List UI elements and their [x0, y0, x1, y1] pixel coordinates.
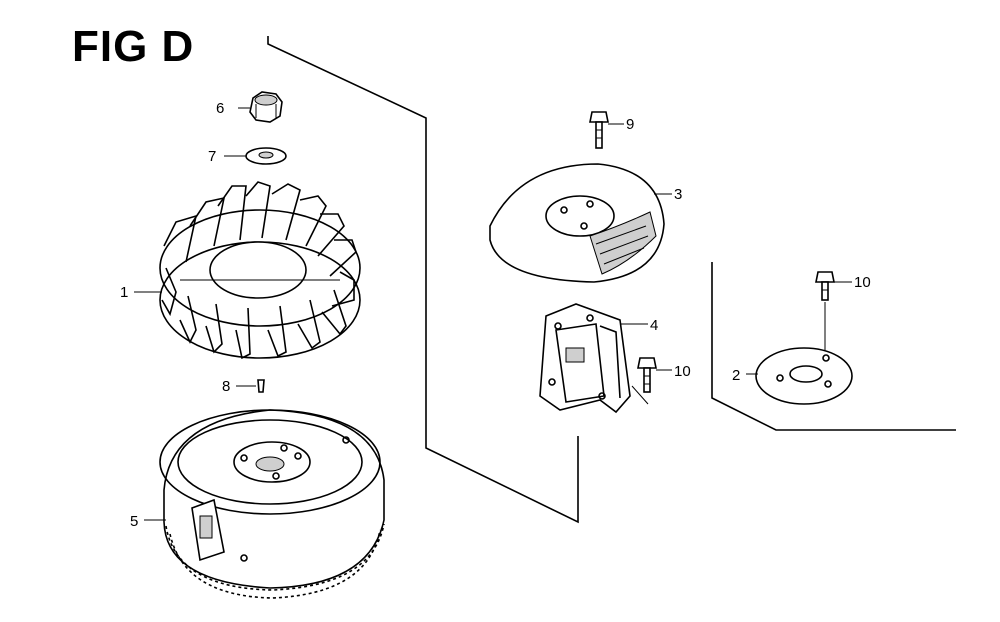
callout-5: 5 — [130, 513, 138, 530]
flywheel-part — [159, 409, 385, 599]
callout-7: 7 — [208, 148, 216, 165]
callout-10-center: 10 — [674, 363, 691, 380]
callout-4: 4 — [650, 317, 658, 334]
bolt-10-right-part — [815, 271, 835, 301]
bolt-10-center-part — [637, 357, 657, 393]
plate-part — [755, 347, 853, 405]
figure-title: FIG D — [72, 22, 195, 71]
cooling-fan-part — [159, 181, 361, 360]
flange-nut-part — [249, 91, 283, 123]
callout-1: 1 — [120, 284, 128, 301]
group-boundary-center — [267, 36, 579, 524]
fan-cover-part — [489, 163, 665, 283]
callout-6: 6 — [216, 100, 224, 117]
callout-3: 3 — [674, 186, 682, 203]
key-part — [257, 379, 265, 393]
bracket-part — [539, 303, 631, 414]
callout-9: 9 — [626, 116, 634, 133]
bolt-9-part — [589, 111, 609, 149]
callout-8: 8 — [222, 378, 230, 395]
callout-10-right: 10 — [854, 274, 871, 291]
group-boundary-right — [711, 262, 956, 431]
callout-2: 2 — [732, 367, 740, 384]
washer-part — [245, 147, 287, 165]
